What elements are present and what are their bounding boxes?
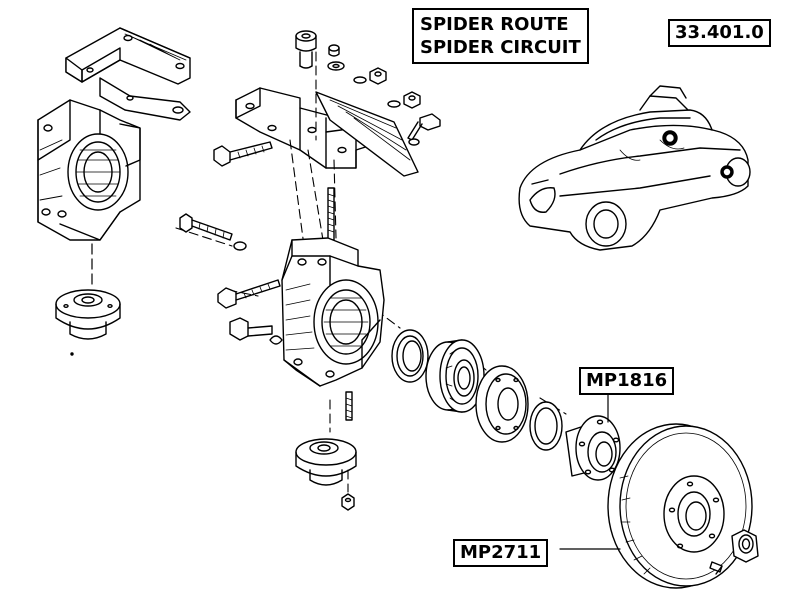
lower-mount-cup-center: [295, 438, 357, 486]
lower-mount-cup-left: [55, 289, 121, 340]
mid-bolt-left: [217, 279, 281, 309]
nut-right-2: [403, 91, 421, 109]
roadster-car-icon: [518, 85, 751, 251]
washer-right-2: [387, 100, 401, 108]
upper-bracket-plate: [65, 27, 191, 121]
washer-right-1: [353, 76, 367, 84]
threaded-stud-lower: [345, 391, 353, 421]
disc-screw: [709, 561, 723, 575]
threaded-stud-upper: [327, 187, 335, 241]
callout-hub-part-number: MP1816: [579, 367, 675, 395]
small-nut-top: [328, 44, 340, 57]
long-bolt-left: [179, 213, 247, 251]
callout-leaders: [559, 389, 621, 550]
small-nut-bottom: [341, 493, 355, 511]
upright-housing-main: [281, 237, 385, 387]
wheel-bearing: [425, 339, 485, 413]
brake-backing-plate: [475, 365, 529, 443]
brake-disc: [607, 423, 753, 589]
callout-disc-part-number: MP2711: [453, 539, 549, 567]
bracket-side-bolt: [407, 113, 441, 146]
lower-bolt-left: [229, 317, 283, 345]
upright-housing-alt-view: [37, 99, 141, 241]
title-line-2: SPIDER CIRCUIT: [420, 37, 581, 58]
hub-nut: [731, 529, 759, 563]
title-line-1: SPIDER ROUTE: [420, 14, 569, 35]
hex-bolt-top: [295, 30, 317, 69]
upper-arm-bracket: [235, 87, 419, 177]
bracket-left-bolt: [213, 141, 273, 167]
washer-top: [327, 61, 345, 71]
wheel-hub: [565, 415, 621, 481]
stray-mark: [70, 352, 74, 356]
reference-code: 33.401.0: [668, 19, 771, 47]
retaining-ring: [529, 401, 563, 451]
title-box: SPIDER ROUTE SPIDER CIRCUIT: [412, 8, 589, 64]
oil-seal-1: [391, 329, 429, 383]
nut-right-1: [369, 67, 387, 85]
